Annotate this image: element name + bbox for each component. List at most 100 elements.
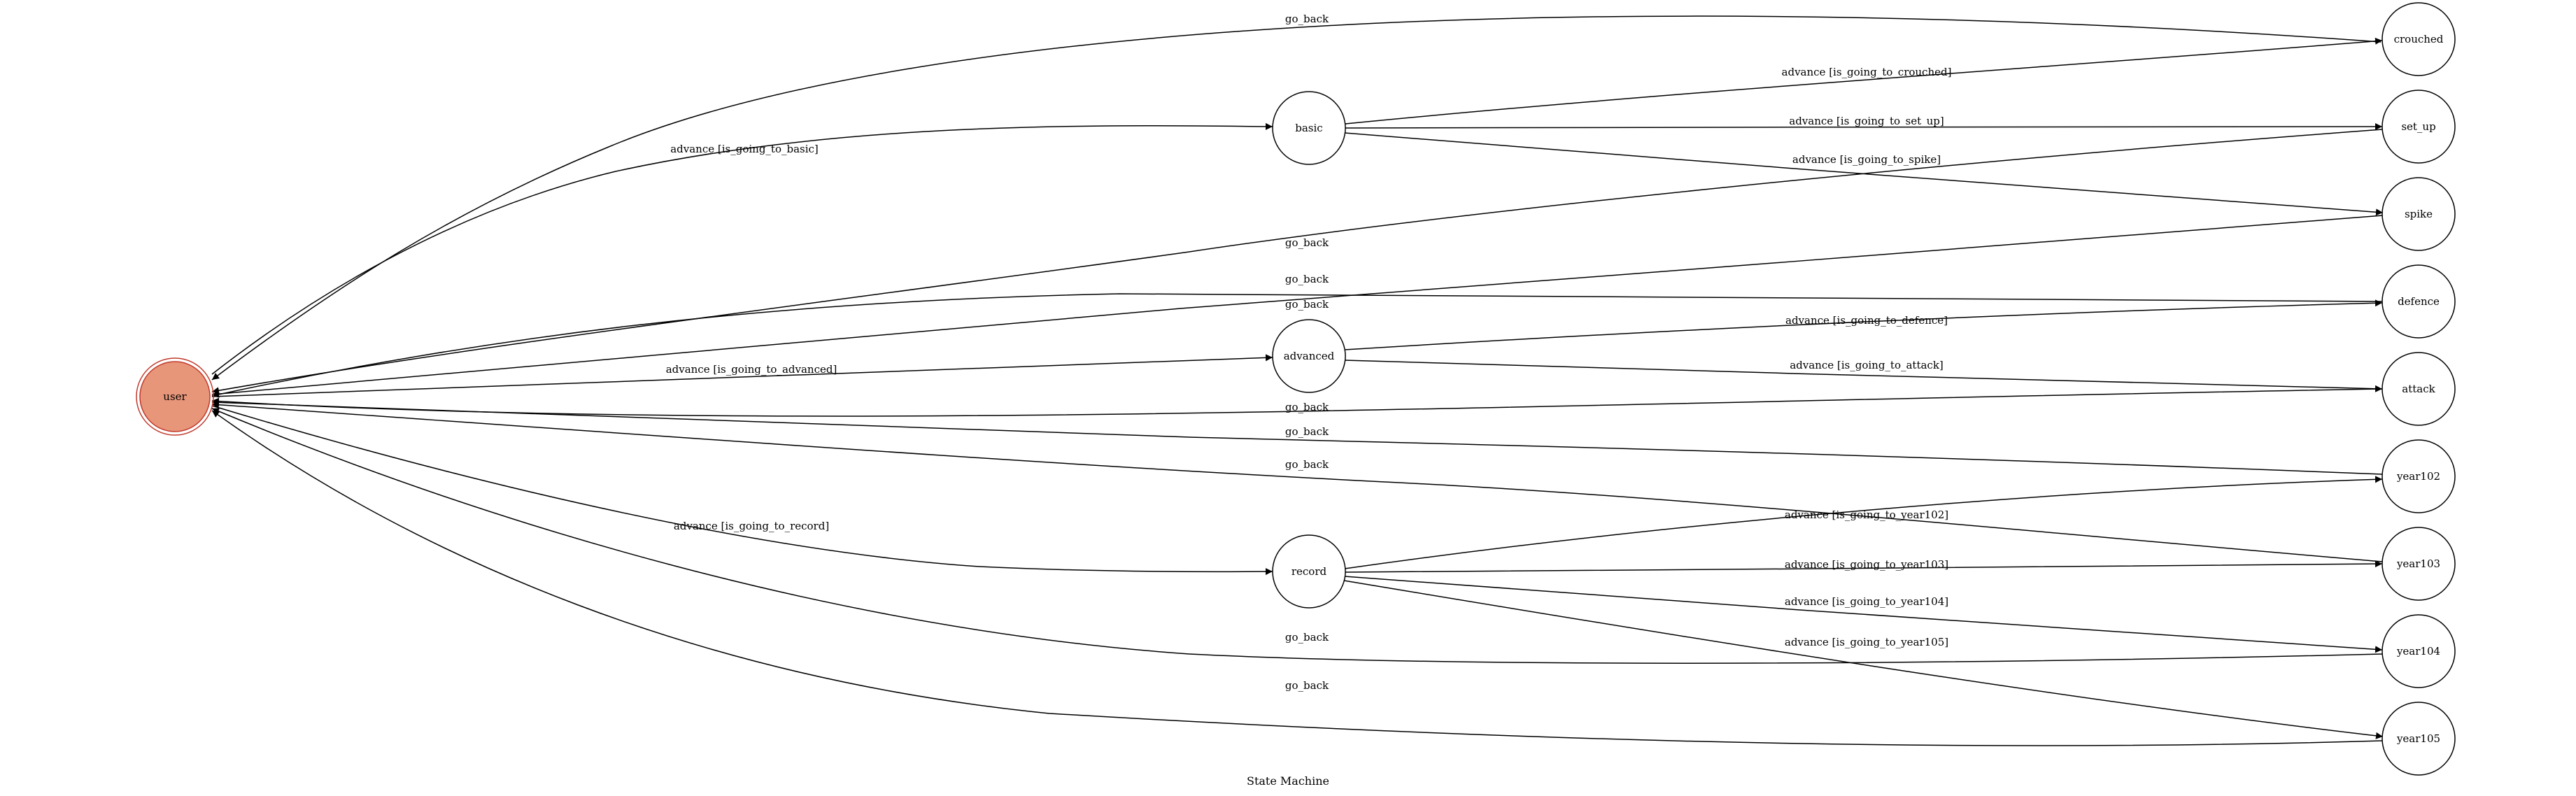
edge-label: advance [is_going_to_set_up] xyxy=(1789,115,1944,127)
edge-line xyxy=(211,410,2383,746)
edge-basic-to-spike: advance [is_going_to_spike] xyxy=(1344,132,2384,216)
edge-line xyxy=(211,401,2383,562)
edge-advanced-to-defence: advance [is_going_to_defence] xyxy=(1344,299,2383,350)
state-circle xyxy=(2382,177,2456,251)
edge-record-to-year105: advance [is_going_to_year105] xyxy=(1343,580,2384,739)
state-circle xyxy=(1272,319,1346,393)
state-circle xyxy=(2382,702,2456,776)
edge-record-to-year102: advance [is_going_to_year102] xyxy=(1344,476,2383,569)
edge-line xyxy=(211,405,1273,576)
state-node-spike: spike xyxy=(2382,177,2456,251)
state-node-crouched: crouched xyxy=(2382,2,2456,76)
edge-user-to-advanced: advance [is_going_to_advanced] xyxy=(211,354,1273,397)
state-circle xyxy=(2382,439,2456,513)
edge-attack-to-user: go_back xyxy=(211,388,2383,417)
edge-set_up-to-user: go_back xyxy=(211,129,2383,395)
edge-line xyxy=(1343,580,2384,739)
state-label: crouched xyxy=(2394,33,2444,45)
edge-label: advance [is_going_to_year103] xyxy=(1785,558,1948,571)
edge-advanced-to-attack: advance [is_going_to_attack] xyxy=(1344,359,2383,392)
edge-label: go_back xyxy=(1285,401,1329,413)
diagram-caption: State Machine xyxy=(1247,774,1329,788)
edge-line xyxy=(1345,123,2383,131)
state-node-basic: basic xyxy=(1272,91,1346,165)
edge-label: advance [is_going_to_basic] xyxy=(670,143,819,155)
edge-label: go_back xyxy=(1285,425,1329,438)
edge-basic-to-set_up: advance [is_going_to_set_up] xyxy=(1345,115,2383,131)
state-node-year103: year103 xyxy=(2382,527,2456,601)
edge-line xyxy=(1344,476,2383,569)
edge-line xyxy=(1344,560,2383,573)
state-node-attack: attack xyxy=(2382,352,2456,426)
state-node-year104: year104 xyxy=(2382,614,2456,688)
state-label: set_up xyxy=(2401,120,2435,133)
nodes-layer: user basic advanced record crouched set_upspi… xyxy=(136,2,2456,776)
edge-label: go_back xyxy=(1285,298,1329,311)
edge-label: advance [is_going_to_defence] xyxy=(1785,314,1948,327)
edge-line xyxy=(211,129,2383,395)
edge-label: advance [is_going_to_advanced] xyxy=(666,363,837,376)
edge-year105-to-user: go_back xyxy=(211,410,2383,746)
state-circle xyxy=(2382,264,2456,339)
edge-label: go_back xyxy=(1285,273,1329,285)
state-label: attack xyxy=(2402,383,2435,395)
state-circle xyxy=(1272,534,1346,609)
state-label: advanced xyxy=(1284,350,1335,362)
state-label: year104 xyxy=(2396,645,2440,658)
initial-state-ring xyxy=(136,357,214,436)
state-node-user: user xyxy=(136,357,214,436)
edge-label: advance [is_going_to_year105] xyxy=(1785,636,1948,648)
edge-year103-to-user: go_back xyxy=(211,401,2383,562)
state-label: year103 xyxy=(2396,557,2440,570)
state-node-year102: year102 xyxy=(2382,439,2456,513)
edge-label: go_back xyxy=(1285,631,1329,644)
edge-line xyxy=(211,122,1273,375)
state-circle xyxy=(2382,614,2456,688)
state-circle xyxy=(2382,527,2456,601)
state-node-year105: year105 xyxy=(2382,702,2456,776)
edge-label: advance [is_going_to_year104] xyxy=(1785,595,1948,608)
edge-line xyxy=(1344,132,2384,216)
state-label: year102 xyxy=(2396,470,2440,483)
state-label: record xyxy=(1291,565,1327,578)
edge-user-to-basic: advance [is_going_to_basic] xyxy=(211,122,1273,375)
state-label: spike xyxy=(2405,208,2433,220)
state-circle xyxy=(139,361,211,432)
state-label: user xyxy=(163,390,187,403)
state-node-set_up: set_up xyxy=(2382,90,2456,164)
state-node-record: record xyxy=(1272,534,1346,609)
state-circle xyxy=(1272,91,1346,165)
state-label: basic xyxy=(1295,122,1322,134)
edge-label: advance [is_going_to_year102] xyxy=(1785,509,1948,521)
edge-spike-to-user: go_back xyxy=(211,215,2384,398)
edge-label: advance [is_going_to_record] xyxy=(674,520,829,532)
edge-line xyxy=(1344,576,2383,653)
edge-line xyxy=(211,354,1273,397)
edge-record-to-year103: advance [is_going_to_year103] xyxy=(1344,558,2383,573)
state-circle xyxy=(2382,90,2456,164)
edge-label: go_back xyxy=(1285,458,1329,471)
edge-label: go_back xyxy=(1285,13,1329,25)
edge-record-to-year104: advance [is_going_to_year104] xyxy=(1344,576,2383,653)
edge-line xyxy=(1344,299,2383,350)
edge-crouched-to-user: go_back xyxy=(211,13,2382,381)
edge-label: advance [is_going_to_crouched] xyxy=(1782,66,1952,78)
edge-line xyxy=(1345,37,2383,125)
state-circle xyxy=(2382,2,2456,76)
edge-year104-to-user: go_back xyxy=(211,408,2383,664)
edge-user-to-record: advance [is_going_to_record] xyxy=(211,405,1273,576)
edge-line xyxy=(211,215,2384,398)
edge-line xyxy=(1344,360,2383,392)
edge-basic-to-crouched: advance [is_going_to_crouched] xyxy=(1345,37,2383,125)
edge-label: advance [is_going_to_spike] xyxy=(1792,153,1941,166)
edge-line xyxy=(211,408,2383,664)
edge-line xyxy=(211,15,2382,381)
state-circle xyxy=(2382,352,2456,426)
edge-label: go_back xyxy=(1285,679,1329,692)
state-label: year105 xyxy=(2396,732,2440,745)
edge-label: advance [is_going_to_attack] xyxy=(1790,359,1944,371)
state-node-defence: defence xyxy=(2382,264,2456,339)
state-node-advanced: advanced xyxy=(1272,319,1346,393)
